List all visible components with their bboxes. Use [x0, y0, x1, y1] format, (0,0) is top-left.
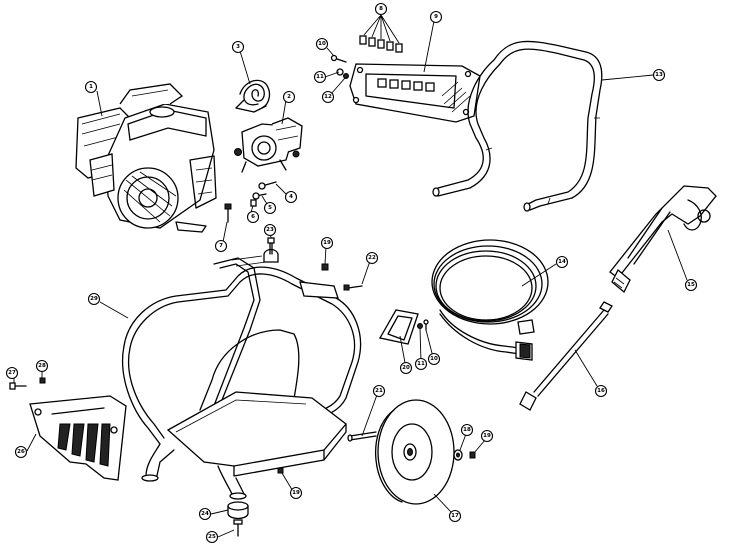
callout-13: 13	[652, 68, 666, 82]
callout-23: 23	[263, 223, 277, 237]
wheel	[374, 399, 476, 505]
callout-8: 8	[374, 2, 388, 16]
callout-5: 5	[263, 201, 277, 215]
svg-text:11: 11	[417, 361, 425, 367]
callout-27: 27	[5, 366, 19, 380]
svg-text:8: 8	[379, 6, 383, 12]
callout-28: 28	[35, 359, 49, 373]
engine	[75, 83, 217, 233]
svg-text:10: 10	[318, 41, 326, 47]
callout-11-hook: 11	[414, 357, 428, 371]
svg-text:12: 12	[324, 94, 332, 100]
callout-3: 3	[231, 40, 245, 54]
callout-10-hook: 10	[427, 352, 441, 366]
callout-26: 26	[14, 445, 28, 459]
callout-17: 17	[448, 509, 462, 523]
callout-15: 15	[684, 278, 698, 292]
svg-text:1: 1	[89, 84, 93, 90]
svg-text:19: 19	[292, 490, 300, 496]
svg-text:27: 27	[8, 370, 16, 376]
control-panel-bracket	[330, 35, 481, 123]
svg-text:6: 6	[251, 214, 255, 220]
callout-6: 6	[246, 210, 260, 224]
handle-frame	[432, 40, 603, 212]
svg-text:7: 7	[219, 243, 223, 249]
svg-text:9: 9	[434, 14, 438, 20]
callout-14: 14	[555, 255, 569, 269]
svg-text:22: 22	[368, 255, 376, 261]
callout-19-frame: 19	[320, 236, 334, 250]
callouts: 1 2 3 4 5 6 7 8 9 10 11 12 13 14 15 16 1…	[5, 2, 698, 544]
spray-gun	[609, 185, 717, 294]
pump	[234, 117, 303, 173]
callout-11: 11	[313, 70, 327, 84]
callout-16: 16	[594, 384, 608, 398]
svg-text:26: 26	[17, 449, 25, 455]
svg-text:19: 19	[483, 433, 491, 439]
svg-text:28: 28	[38, 363, 46, 369]
svg-text:18: 18	[463, 427, 471, 433]
callout-1: 1	[84, 80, 98, 94]
svg-text:25: 25	[208, 534, 216, 540]
svg-text:16: 16	[597, 388, 605, 394]
callout-12: 12	[321, 90, 335, 104]
high-pressure-hose	[431, 239, 549, 361]
svg-text:10: 10	[430, 356, 438, 362]
callout-25: 25	[205, 530, 219, 544]
svg-text:11: 11	[316, 74, 324, 80]
svg-text:2: 2	[287, 94, 291, 100]
svg-text:14: 14	[558, 259, 566, 265]
spray-lance	[519, 301, 613, 411]
svg-text:20: 20	[402, 365, 410, 371]
svg-text:29: 29	[90, 296, 98, 302]
callout-19-deck: 19	[289, 486, 303, 500]
svg-text:4: 4	[289, 194, 293, 200]
callout-20: 20	[399, 361, 413, 375]
svg-text:19: 19	[323, 240, 331, 246]
svg-text:3: 3	[236, 44, 240, 50]
callout-9: 9	[429, 10, 443, 24]
callout-19-wheel: 19	[480, 429, 494, 443]
base-frame	[122, 255, 362, 500]
callout-10: 10	[315, 37, 329, 51]
hose-hook	[378, 309, 429, 345]
callout-4: 4	[284, 190, 298, 204]
pump-hardware	[224, 181, 277, 223]
svg-text:17: 17	[451, 513, 459, 519]
callout-29: 29	[87, 292, 101, 306]
svg-text:13: 13	[655, 72, 663, 78]
callout-2: 2	[282, 90, 296, 104]
svg-text:21: 21	[375, 388, 383, 394]
callout-21: 21	[372, 384, 386, 398]
frame-hardware	[263, 237, 363, 474]
callout-22: 22	[365, 251, 379, 265]
svg-text:23: 23	[266, 227, 274, 233]
coil-part	[235, 79, 271, 113]
callout-24: 24	[198, 507, 212, 521]
svg-text:24: 24	[201, 511, 209, 517]
axle	[347, 431, 377, 442]
rubber-foot	[227, 501, 249, 537]
belt-guard	[9, 377, 127, 481]
svg-text:15: 15	[687, 282, 695, 288]
svg-text:5: 5	[268, 205, 272, 211]
callout-7: 7	[214, 239, 228, 253]
callout-18: 18	[460, 423, 474, 437]
